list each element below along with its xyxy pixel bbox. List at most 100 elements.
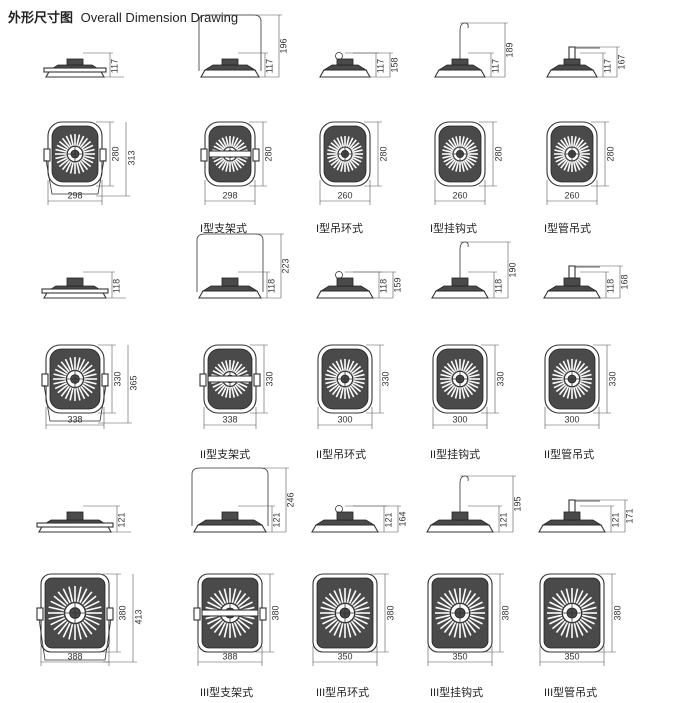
dim-width-row3-bracket: 388	[222, 651, 237, 661]
dim-width-row1-pipe: 260	[564, 190, 579, 200]
label-type-2-hook: II型挂钩式	[430, 449, 481, 461]
dim-front-height-row2-pipe: 330	[607, 371, 617, 386]
side-view-row3-ring	[311, 505, 401, 533]
dim-body-height-row1-pipe: 117	[602, 59, 612, 73]
dim-width-row3-ring: 350	[337, 651, 352, 661]
side-view-row1-ring	[319, 52, 393, 78]
dim-body-height-row2-hook: 118	[493, 279, 503, 293]
dim-body-height-row3-hook: 121	[498, 512, 508, 527]
label-type-3-ring: III型吊环式	[316, 687, 370, 699]
front-view-row2-ring	[317, 344, 384, 429]
dim-body-height-row1-hook: 117	[490, 59, 500, 73]
dim-total-height-row2-ring: 159	[392, 277, 402, 292]
dim-front-height-row3-pipe: 380	[612, 605, 622, 620]
dim-width-row1-bracket: 298	[222, 190, 237, 200]
side-view-row1-pipe	[546, 46, 620, 78]
front-view-row3-pipe	[539, 573, 616, 666]
label-type-1-bracket: I型支架式	[200, 223, 248, 235]
label-type-1-hook: I型挂钩式	[430, 223, 478, 235]
dim-width-row1-base: 298	[67, 190, 82, 200]
dim-total-height-row3-hook: 195	[512, 496, 522, 511]
dim-total-height-row2-bracket: 223	[280, 258, 290, 273]
dim-body-height-row3-ring: 121	[383, 512, 393, 527]
dim-front-height-row3-hook: 380	[500, 605, 510, 620]
dim-total-height-row3-bracket: 246	[285, 492, 295, 507]
dim-front-height-row3-base: 380	[117, 605, 127, 620]
dim-body-height-row1-bracket: 117	[264, 59, 274, 73]
front-view-row3-hook	[427, 573, 504, 666]
side-view-row3-bracket	[191, 467, 289, 533]
dim-front-height-row1-bracket: 280	[263, 146, 273, 161]
side-view-row2-base	[41, 271, 126, 299]
side-view-row3-pipe	[538, 499, 628, 533]
front-view-row3-ring	[312, 573, 389, 666]
dim-total-height-row1-ring: 158	[389, 57, 399, 72]
front-view-row1-ring	[319, 121, 382, 205]
dim-width-row2-hook: 300	[452, 414, 467, 424]
label-type-3-hook: III型挂钩式	[430, 687, 484, 699]
dim-front-outer-height-row2: 365	[128, 375, 138, 390]
side-view-row1-base	[43, 52, 124, 78]
dim-front-height-row2-bracket: 330	[264, 371, 274, 386]
side-view-row2-pipe	[543, 265, 623, 299]
side-view-row3-hook	[426, 475, 516, 533]
dim-base-height-row1: 117	[109, 59, 119, 73]
dim-body-height-row3-pipe: 121	[610, 512, 620, 527]
front-view-row2-base	[41, 344, 132, 429]
dim-front-height-row1-hook: 280	[493, 146, 503, 161]
front-view-row2-pipe	[544, 344, 611, 429]
side-view-row2-ring	[316, 271, 396, 299]
dim-front-height-row1-base: 280	[110, 146, 120, 161]
dim-body-height-row3-bracket: 121	[271, 512, 281, 527]
front-view-row1-base	[43, 121, 130, 205]
dim-total-height-row1-hook: 189	[504, 42, 514, 57]
dim-body-height-row2-pipe: 118	[605, 279, 615, 293]
label-type-2-pipe: II型管吊式	[544, 449, 595, 461]
dim-front-outer-height-row1: 313	[126, 150, 136, 165]
dim-width-row2-pipe: 300	[564, 414, 579, 424]
dim-width-row1-hook: 260	[452, 190, 467, 200]
dim-base-height-row3: 121	[116, 512, 126, 527]
dim-front-height-row2-base: 330	[112, 371, 122, 386]
dim-body-height-row2-ring: 118	[378, 279, 388, 293]
title-chinese: 外形尺寸图	[8, 10, 74, 25]
dim-front-height-row3-bracket: 380	[270, 605, 280, 620]
front-view-row2-hook	[432, 344, 499, 429]
dim-total-height-row1-bracket: 196	[278, 38, 288, 53]
dim-total-height-row2-pipe: 168	[619, 274, 629, 289]
dim-width-row3-pipe: 350	[564, 651, 579, 661]
label-type-1-ring: I型吊环式	[316, 223, 364, 235]
dim-front-outer-height-row3: 413	[133, 609, 143, 624]
dim-total-height-row1-pipe: 167	[616, 54, 626, 69]
side-view-row2-bracket	[196, 233, 284, 299]
front-view-row2-bracket	[199, 344, 268, 429]
dim-front-height-row2-ring: 330	[380, 371, 390, 386]
dim-front-height-row2-hook: 330	[495, 371, 505, 386]
dim-width-row2-ring: 300	[337, 414, 352, 424]
dim-width-row1-ring: 260	[337, 190, 352, 200]
label-type-1-pipe: I型管吊式	[544, 223, 592, 235]
dim-width-row2-base: 338	[67, 414, 82, 424]
dim-total-height-row3-pipe: 171	[624, 508, 634, 523]
dim-front-height-row1-ring: 280	[378, 146, 388, 161]
dim-body-height-row1-ring: 117	[375, 59, 385, 73]
front-view-row1-hook	[434, 121, 497, 205]
dim-width-row3-base: 388	[67, 651, 82, 661]
front-view-row3-bracket	[193, 573, 274, 666]
side-view-row1-hook	[434, 22, 508, 78]
dim-width-row3-hook: 350	[452, 651, 467, 661]
label-type-2-bracket: II型支架式	[200, 449, 251, 461]
dim-front-height-row3-ring: 380	[385, 605, 395, 620]
dim-body-height-row2-bracket: 118	[266, 279, 276, 293]
dim-width-row2-bracket: 338	[222, 414, 237, 424]
label-type-3-pipe: III型管吊式	[544, 687, 598, 699]
side-view-row1-bracket	[198, 14, 282, 78]
dim-total-height-row3-ring: 164	[397, 511, 407, 526]
front-view-row3-base	[36, 573, 137, 666]
front-view-row1-pipe	[546, 121, 609, 205]
dim-front-height-row1-pipe: 280	[605, 146, 615, 161]
side-view-row2-hook	[431, 241, 511, 299]
label-type-2-ring: II型吊环式	[316, 449, 367, 461]
